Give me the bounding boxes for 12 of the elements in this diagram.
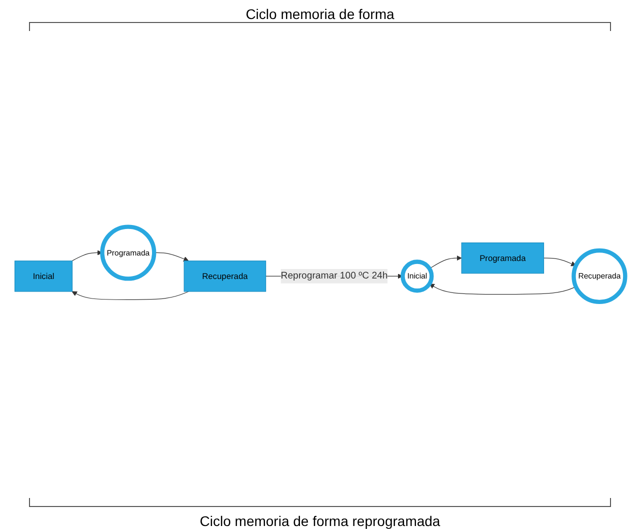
node-box: Recuperada — [184, 260, 266, 292]
bracket-label: Ciclo memoria de forma — [246, 6, 394, 22]
node-box: Inicial — [14, 260, 73, 292]
arrow — [429, 256, 462, 270]
edge-label: Reprogramar 100 ºC 24h — [280, 270, 388, 282]
arrow — [543, 258, 576, 266]
node-box: Programada — [461, 242, 544, 274]
arrow — [72, 250, 102, 262]
arrow — [429, 284, 576, 295]
arrow — [154, 252, 189, 262]
arrow — [72, 291, 189, 300]
bracket-label: Ciclo memoria de forma reprogramada — [200, 513, 440, 529]
